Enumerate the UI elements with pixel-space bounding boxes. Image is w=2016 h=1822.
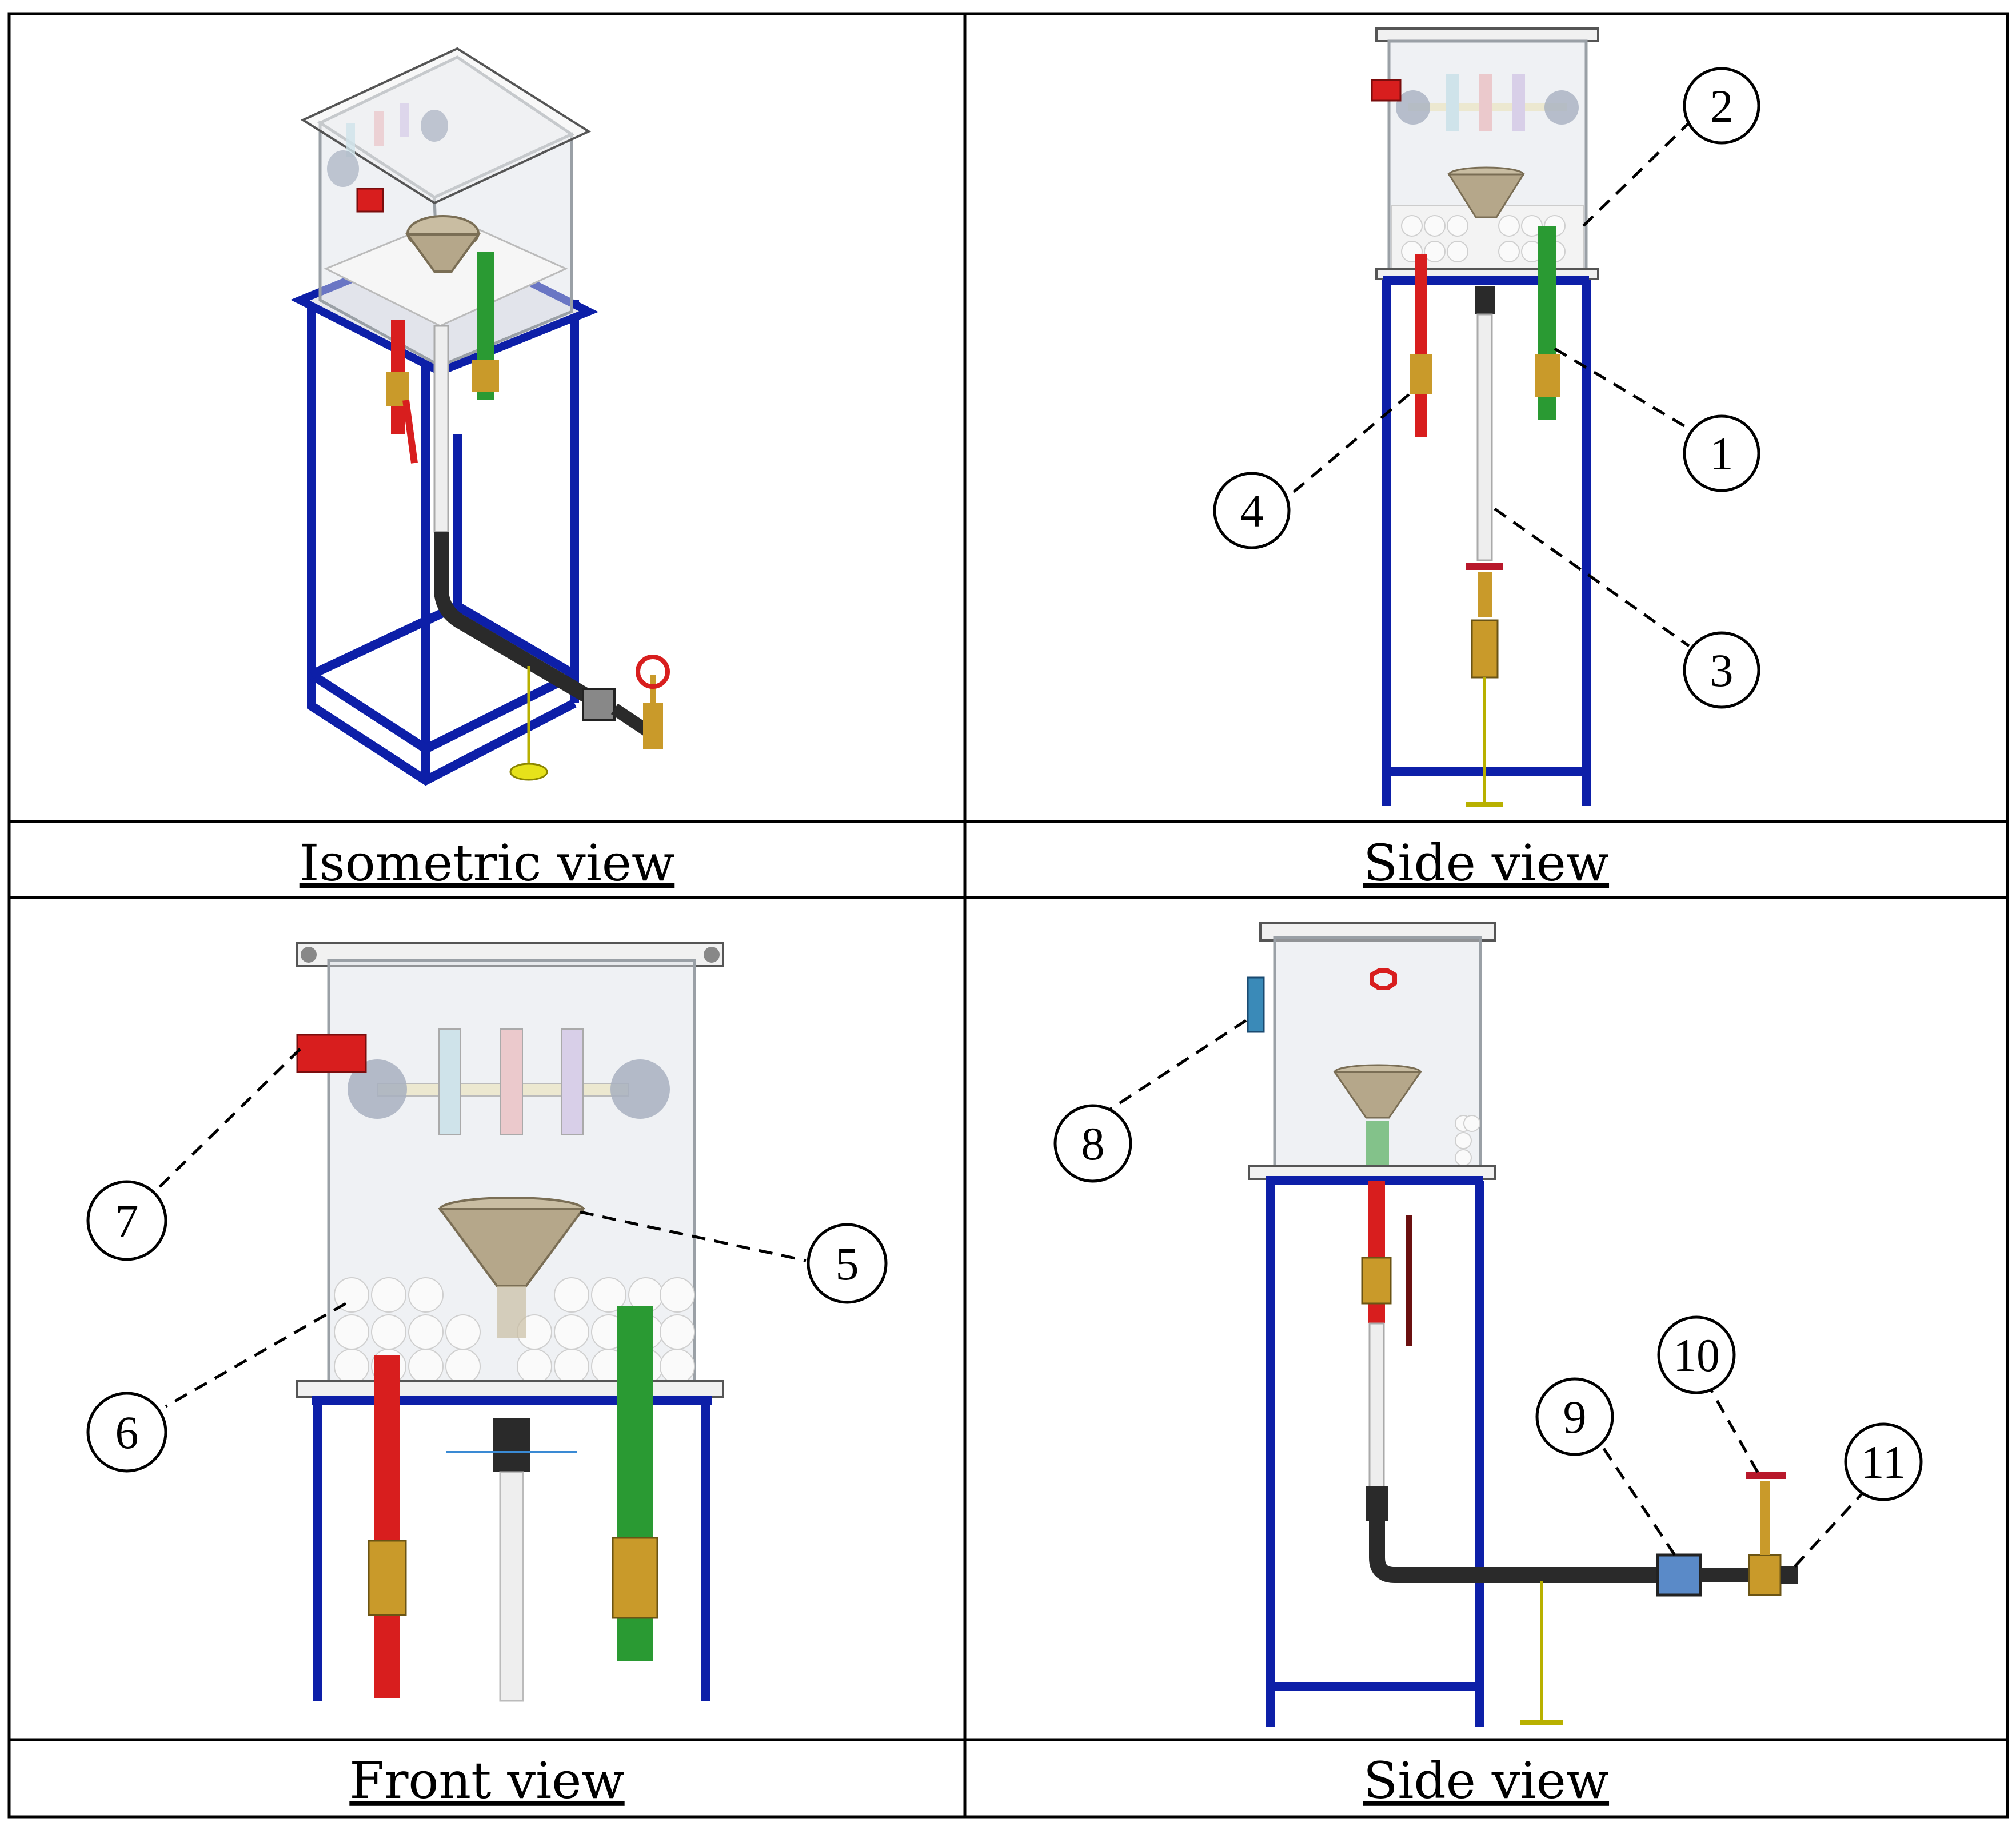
svg-text:10: 10 — [1673, 1329, 1720, 1381]
caption-side-view-bottom: Side view — [1363, 1751, 1609, 1810]
side-view-top-drawing — [1371, 27, 1599, 807]
svg-text:6: 6 — [115, 1406, 139, 1458]
side-view-bottom-drawing — [1247, 922, 1798, 1727]
callout-5: 5 — [807, 1223, 888, 1304]
callout-3: 3 — [1683, 631, 1760, 709]
caption-front-view: Front view — [349, 1751, 624, 1810]
svg-text:11: 11 — [1861, 1436, 1906, 1488]
svg-text:5: 5 — [836, 1238, 859, 1290]
callout-4: 4 — [1213, 472, 1291, 549]
svg-text:4: 4 — [1240, 485, 1264, 537]
callout-10: 10 — [1657, 1315, 1736, 1394]
svg-text:7: 7 — [115, 1195, 139, 1247]
callout-9: 9 — [1535, 1377, 1614, 1456]
table-grid — [7, 12, 2009, 1819]
front-view-drawing — [296, 942, 724, 1702]
callout-1: 1 — [1683, 414, 1760, 492]
callout-11: 11 — [1844, 1422, 1923, 1501]
caption-side-view-top: Side view — [1363, 834, 1609, 892]
svg-text:3: 3 — [1710, 644, 1734, 696]
callout-2: 2 — [1683, 67, 1760, 145]
callout-6: 6 — [86, 1392, 167, 1473]
svg-text:1: 1 — [1710, 428, 1734, 480]
isometric-view-drawing — [290, 47, 670, 786]
caption-isometric-view: Isometric view — [300, 834, 675, 892]
svg-text:9: 9 — [1563, 1391, 1587, 1443]
svg-text:8: 8 — [1081, 1118, 1105, 1170]
svg-text:2: 2 — [1710, 80, 1734, 132]
callout-8: 8 — [1053, 1104, 1132, 1183]
callout-leaders — [153, 122, 1865, 1568]
callout-7: 7 — [86, 1180, 167, 1261]
